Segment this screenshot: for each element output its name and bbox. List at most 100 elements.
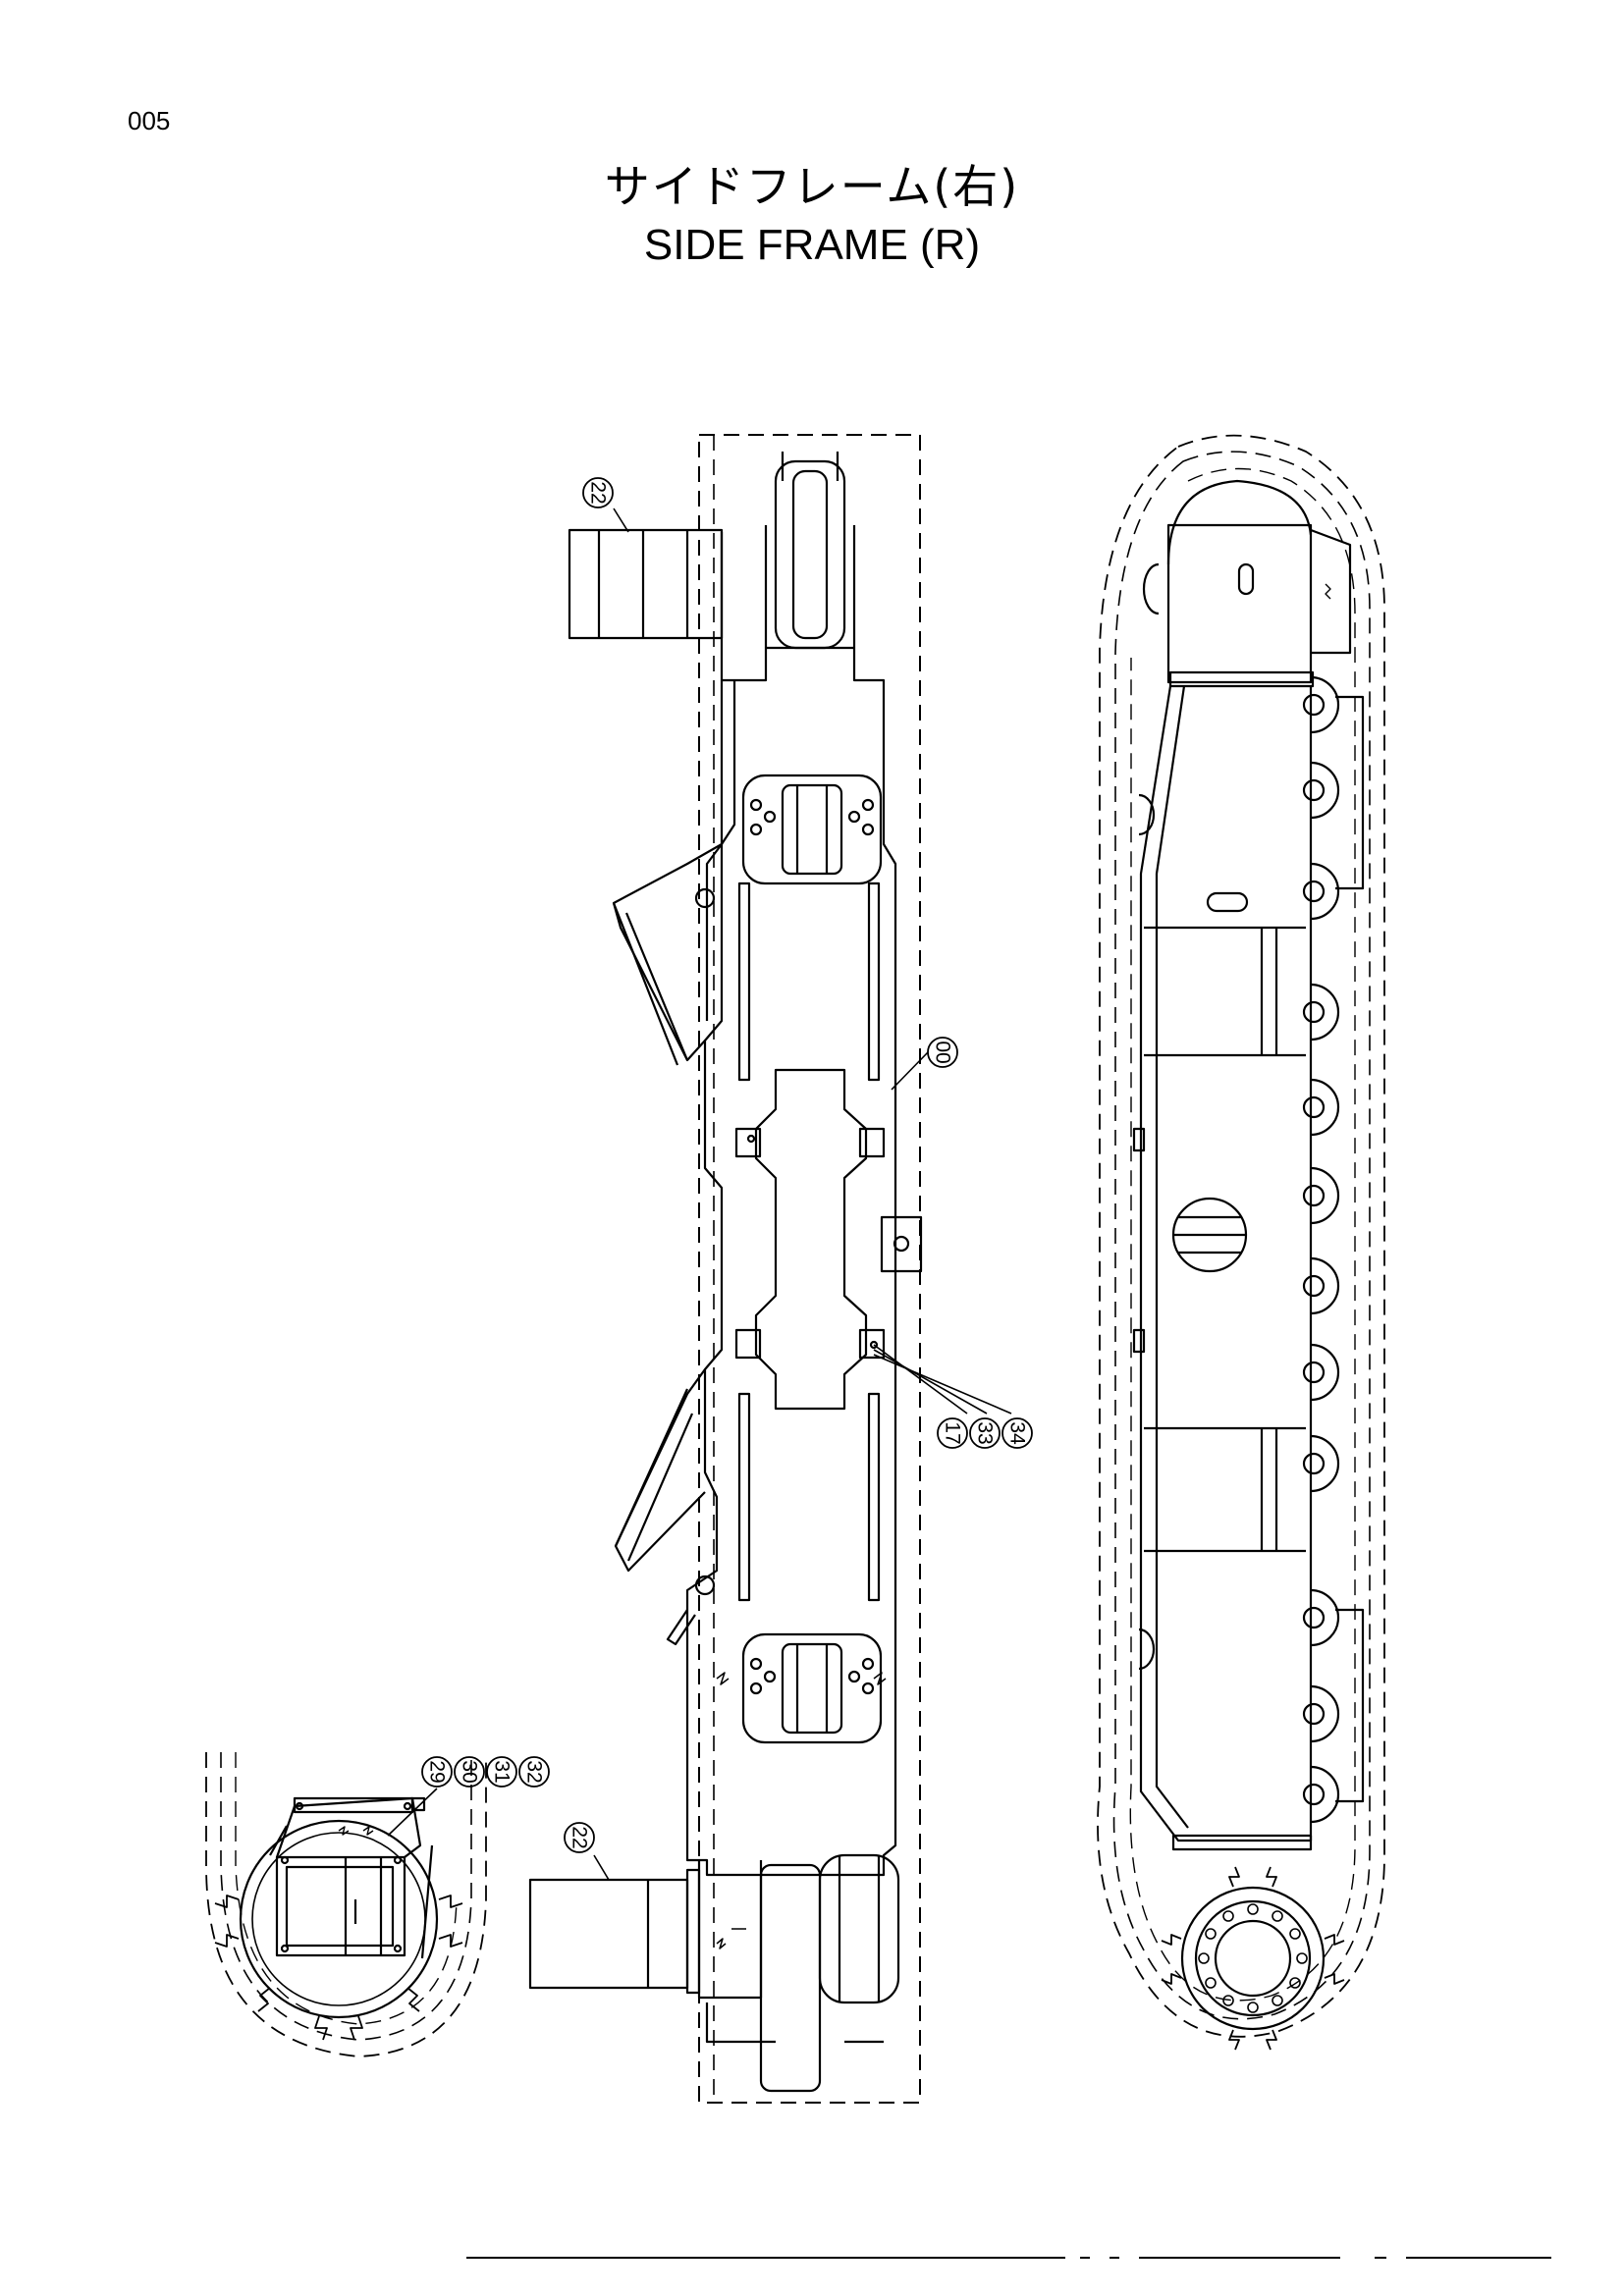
sprocket-bolt bbox=[1289, 1928, 1301, 1940]
title-japanese: サイドフレーム(右) bbox=[604, 160, 1020, 213]
track-roller bbox=[1310, 675, 1340, 734]
break-mark bbox=[338, 1826, 374, 1836]
sprocket-bolts bbox=[1198, 1903, 1308, 2013]
center-pad bbox=[734, 1127, 762, 1158]
bolt bbox=[861, 1657, 875, 1671]
drive-base bbox=[705, 2002, 884, 2044]
callout-bubble-22-bottom bbox=[564, 1822, 595, 1853]
top-view bbox=[528, 434, 923, 2104]
upper-plate bbox=[1168, 670, 1315, 688]
roller-hub bbox=[1302, 1095, 1326, 1119]
bottom-flange bbox=[685, 1868, 701, 1995]
side-pad bbox=[1132, 1127, 1146, 1152]
callout-bubble-32 bbox=[518, 1756, 550, 1788]
lower-roller bbox=[781, 1642, 843, 1735]
callout-bubble-33 bbox=[969, 1417, 1001, 1449]
track-roller bbox=[1310, 1078, 1340, 1137]
rib-right-top bbox=[867, 881, 881, 1082]
sprocket-teeth bbox=[1161, 1866, 1345, 2051]
sprocket-bolt bbox=[1247, 2002, 1259, 2013]
sprocket-bolt bbox=[1205, 1977, 1217, 1989]
upper-bracket-hole bbox=[694, 887, 716, 909]
drive-motor bbox=[818, 1853, 900, 2004]
sprocket-bolt bbox=[1296, 1952, 1308, 1964]
roller-hub bbox=[1302, 1783, 1326, 1806]
callout-32: 32 bbox=[523, 1760, 546, 1783]
leader-34 bbox=[873, 1354, 1012, 1415]
frame-left-edge bbox=[705, 680, 724, 1021]
callout-bubble-30 bbox=[454, 1756, 485, 1788]
carrier-roller bbox=[1138, 1628, 1156, 1671]
roller-guard-top bbox=[1335, 695, 1365, 890]
bolt bbox=[280, 1855, 290, 1865]
roller-hub bbox=[1302, 1452, 1326, 1475]
roller-guard-bottom bbox=[1335, 1608, 1365, 1803]
sprocket-detail bbox=[205, 1752, 487, 2057]
callout-31: 31 bbox=[491, 1760, 514, 1783]
track-outline-dashed bbox=[698, 434, 921, 2104]
bolt bbox=[847, 810, 861, 824]
track-chain-mid-dashed bbox=[1112, 451, 1371, 2020]
roller-hub bbox=[1302, 693, 1326, 717]
callout-bubble-00 bbox=[927, 1037, 958, 1068]
track-roller bbox=[1310, 983, 1340, 1041]
idler-wheel-top bbox=[774, 459, 846, 650]
rib-right-bottom bbox=[867, 1392, 881, 1602]
sprocket-bolt bbox=[1198, 1952, 1210, 1964]
sprocket-hub bbox=[1214, 1919, 1292, 1998]
sprocket-bolt bbox=[1289, 1977, 1301, 1989]
idler-yoke bbox=[764, 525, 856, 648]
lower-bracket-hole bbox=[694, 1575, 716, 1596]
break-mark bbox=[1325, 583, 1331, 600]
bolt bbox=[393, 1944, 403, 1953]
leader-00 bbox=[891, 1051, 929, 1091]
callout-bubble-22-top bbox=[582, 477, 614, 508]
bolt bbox=[749, 1657, 763, 1671]
bottom-cylinder bbox=[528, 1878, 689, 1990]
callout-bubble-17 bbox=[937, 1417, 968, 1449]
roller-hub bbox=[1302, 1606, 1326, 1629]
drive-wheel-a bbox=[759, 1863, 822, 2093]
top-cylinder bbox=[568, 528, 724, 640]
bolt bbox=[763, 810, 777, 824]
center-pad bbox=[734, 1328, 762, 1360]
leader-lines bbox=[387, 507, 1012, 1881]
track-roller bbox=[1310, 761, 1340, 820]
side-view bbox=[1097, 434, 1385, 2051]
track-roller bbox=[1310, 862, 1340, 921]
track-roller bbox=[1310, 1765, 1340, 1824]
bolt bbox=[749, 1682, 763, 1695]
detail-track-mid-dashed bbox=[220, 1752, 472, 2041]
track-roller bbox=[1310, 1434, 1340, 1493]
rib-left-bottom bbox=[737, 1392, 751, 1602]
leader-22-bottom bbox=[593, 1854, 610, 1881]
break-mark bbox=[716, 1928, 746, 1949]
lower-bracket bbox=[614, 1368, 706, 1573]
lower-bracket-tab bbox=[666, 1609, 696, 1646]
bolt bbox=[746, 1134, 756, 1144]
bolt bbox=[847, 1670, 861, 1683]
center-side-hole bbox=[893, 1235, 910, 1253]
sprocket-bolt bbox=[1272, 1910, 1283, 1922]
callout-30: 30 bbox=[459, 1760, 481, 1783]
carrier-roller bbox=[1138, 793, 1156, 836]
detail-brace bbox=[269, 1825, 434, 1959]
upper-bracket bbox=[612, 843, 723, 1062]
center-hole bbox=[1171, 1197, 1248, 1273]
lower-plate bbox=[1171, 1834, 1313, 1851]
roller-hub bbox=[1302, 1000, 1326, 1024]
roller-hub bbox=[1302, 778, 1326, 802]
sprocket-bolt bbox=[1247, 1903, 1259, 1915]
track-rollers bbox=[1302, 675, 1340, 1824]
carrier-roller bbox=[1142, 562, 1160, 615]
callout-34: 34 bbox=[1006, 1421, 1029, 1445]
detail-sprocket-ring bbox=[239, 1819, 439, 2019]
upper-end-slot bbox=[1237, 562, 1255, 596]
detail-sprocket-teeth bbox=[214, 1895, 463, 2041]
bolt bbox=[861, 1682, 875, 1695]
track-chain-inner-dashed bbox=[1129, 467, 1356, 2002]
beam-slot bbox=[1206, 891, 1249, 913]
leader-33 bbox=[873, 1349, 988, 1415]
detail-bracket bbox=[410, 1796, 426, 1812]
track-roller bbox=[1310, 1684, 1340, 1743]
